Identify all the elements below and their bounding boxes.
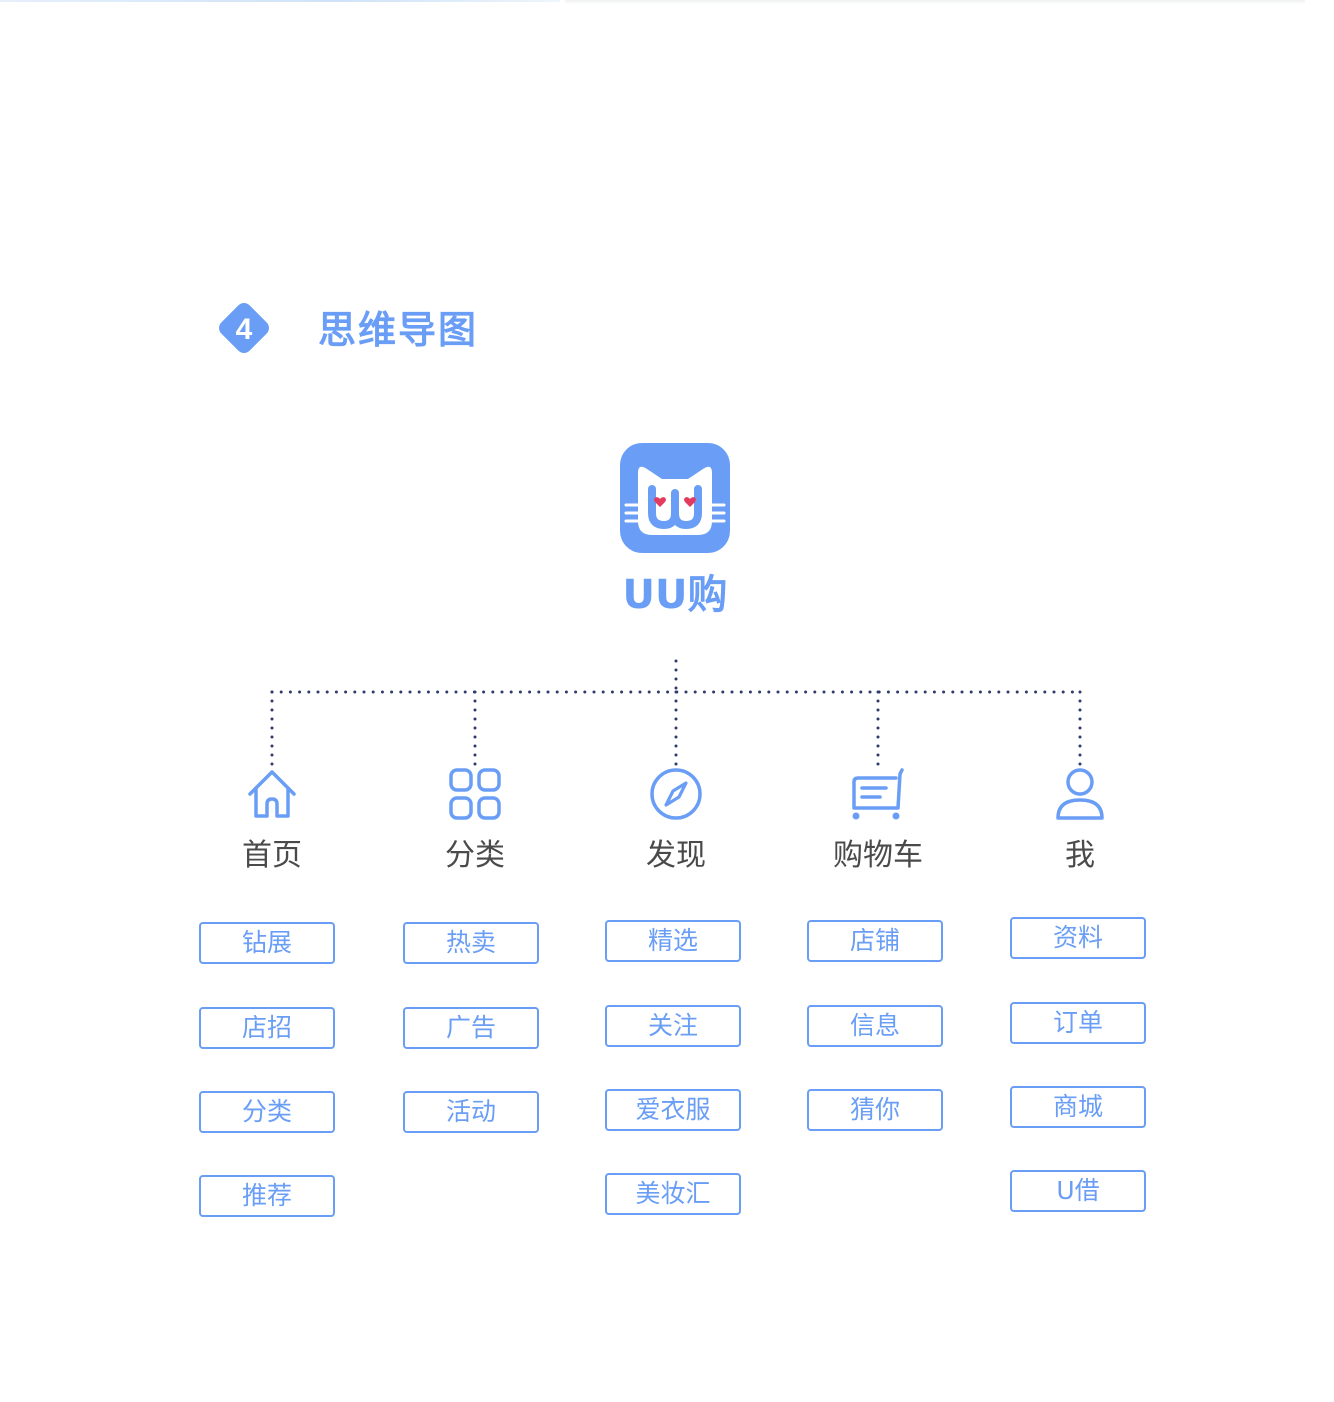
app-logo [620,443,730,553]
nav-label-cart: 购物车 [833,838,923,873]
nav-label-me: 我 [1065,838,1095,873]
tag-cart-1: 店铺 [807,920,943,962]
tree-connectors [270,659,1082,767]
tag-me-3: 商城 [1010,1086,1146,1128]
tag-discover-3: 爱衣服 [605,1089,741,1131]
cat-logo-icon [620,443,730,553]
compass-icon [648,766,704,822]
nav-label-home: 首页 [242,838,302,873]
tag-discover-4: 美妆汇 [605,1173,741,1215]
tag-home-1: 钻展 [199,922,335,964]
tag-me-2: 订单 [1010,1002,1146,1044]
diamond-badge-icon: 4 [219,303,269,353]
section-number-badge: 4 [209,293,279,363]
tag-me-1: 资料 [1010,917,1146,959]
home-icon [244,766,300,822]
section-number: 4 [236,313,253,346]
tag-category-2: 广告 [403,1007,539,1049]
top-shadow-line [565,0,1305,4]
nav-label-category: 分类 [445,838,505,873]
tag-cart-3: 猜你 [807,1089,943,1131]
tag-home-4: 推荐 [199,1175,335,1217]
cart-icon [850,766,906,822]
tag-me-4: U借 [1010,1170,1146,1212]
nav-label-discover: 发现 [646,838,706,873]
user-icon [1052,766,1108,822]
tag-home-3: 分类 [199,1091,335,1133]
tag-cart-2: 信息 [807,1005,943,1047]
top-accent-line [0,0,560,2]
grid-icon [447,766,503,822]
tag-discover-1: 精选 [605,920,741,962]
tag-category-1: 热卖 [403,922,539,964]
section-title: 思维导图 [318,308,479,352]
tag-home-2: 店招 [199,1007,335,1049]
tag-discover-2: 关注 [605,1005,741,1047]
tag-category-3: 活动 [403,1091,539,1133]
app-name: UU购 [622,572,728,618]
